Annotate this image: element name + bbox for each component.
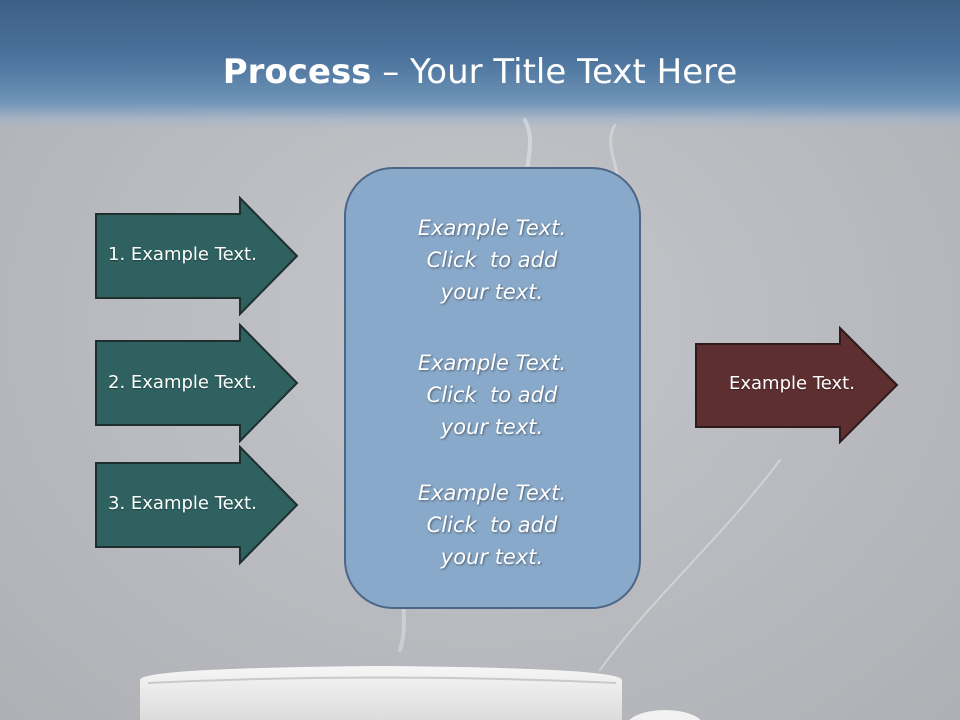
arrow-shape-2[interactable] xyxy=(95,322,299,444)
center-text-line: Example Text. xyxy=(417,481,567,505)
title-rest: – Your Title Text Here xyxy=(371,52,738,92)
arrow-label-1: 1. Example Text. xyxy=(108,244,257,265)
cup-handle xyxy=(629,710,701,720)
arrow-shape-3[interactable] xyxy=(95,444,299,566)
center-text-line: Example Text. xyxy=(417,351,567,375)
center-text-line: Example Text. xyxy=(417,216,567,240)
center-text-block-1: Example Text. Click to add your text. xyxy=(345,212,639,308)
center-text-block-3: Example Text. Click to add your text. xyxy=(345,477,639,573)
title-bar xyxy=(0,0,960,130)
center-text-block-2: Example Text. Click to add your text. xyxy=(345,347,639,443)
center-text-line: your text. xyxy=(440,545,544,569)
title-bold: Process xyxy=(222,52,372,92)
center-text-line: Click to add xyxy=(426,383,558,407)
center-text-line: your text. xyxy=(440,415,544,439)
center-box-shape[interactable] xyxy=(344,167,641,609)
arrow-label-3: 3. Example Text. xyxy=(108,493,257,514)
arrow-shape-1[interactable] xyxy=(95,195,299,317)
center-text-line: Click to add xyxy=(426,248,558,272)
coffee-cup-decoration xyxy=(140,666,701,720)
center-text-line: Click to add xyxy=(426,513,558,537)
arrow-label-2: 2. Example Text. xyxy=(108,372,257,393)
right-arrow-shape[interactable] xyxy=(695,325,899,445)
center-text-line: your text. xyxy=(440,280,544,304)
slide-title: Process – Your Title Text Here xyxy=(0,52,960,92)
right-arrow-label: Example Text. xyxy=(729,373,855,394)
